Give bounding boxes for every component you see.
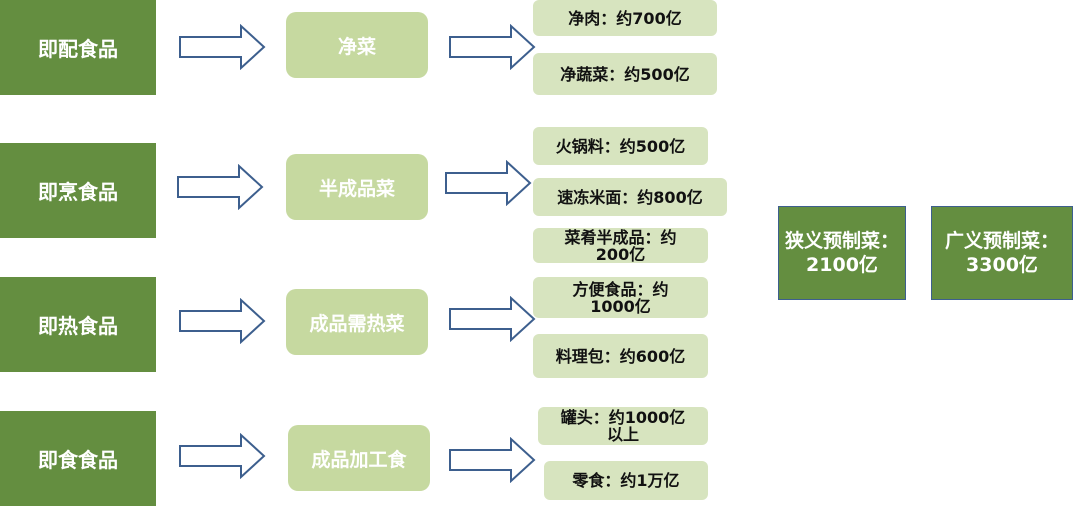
leaf-item-text: 零食：约1万亿: [572, 471, 680, 490]
arrow-right-icon: [449, 296, 536, 342]
arrow-right-icon: [179, 24, 266, 70]
arrow-right-icon: [445, 160, 532, 206]
arrow-right-icon: [179, 433, 266, 479]
category-box: 即烹食品: [0, 143, 156, 238]
total-box-broad: 广义预制菜： 3300亿: [931, 206, 1073, 300]
subcategory-label: 净菜: [337, 35, 376, 58]
leaf-item: 净蔬菜：约500亿: [533, 53, 717, 95]
arrow-right-icon: [449, 24, 536, 70]
subcategory-box: 半成品菜: [286, 154, 428, 220]
leaf-item-text: 净蔬菜：约500亿: [560, 64, 690, 84]
category-label: 即食食品: [38, 448, 118, 472]
leaf-item: 方便食品：约 1000亿: [533, 277, 708, 318]
total-label: 广义预制菜：: [944, 230, 1059, 252]
leaf-item: 菜肴半成品：约 200亿: [533, 228, 708, 263]
subcategory-label: 成品加工食: [311, 448, 407, 471]
leaf-item-text: 火锅料：约500亿: [555, 136, 686, 156]
leaf-item: 速冻米面：约800亿: [533, 178, 727, 216]
leaf-item-text: 速冻米面：约800亿: [557, 187, 703, 207]
total-box-narrow: 狭义预制菜： 2100亿: [778, 206, 906, 300]
leaf-item: 火锅料：约500亿: [533, 127, 708, 165]
category-box: 即热食品: [0, 277, 156, 372]
leaf-item-text: 1000亿: [590, 296, 651, 316]
arrow-right-icon: [177, 164, 264, 210]
subcategory-label: 半成品菜: [318, 177, 395, 200]
subcategory-label: 成品需热菜: [309, 312, 405, 335]
total-value: 3300亿: [966, 254, 1038, 276]
subcategory-box: 成品加工食: [288, 425, 430, 491]
leaf-item-text: 罐头：约1000亿: [560, 408, 686, 427]
leaf-item: 罐头：约1000亿 以上: [538, 407, 708, 445]
total-label: 狭义预制菜：: [784, 230, 899, 252]
leaf-item: 料理包：约600亿: [533, 334, 708, 378]
category-label: 即配食品: [38, 37, 118, 61]
category-box: 即配食品: [0, 0, 156, 95]
leaf-item-text: 200亿: [595, 244, 646, 264]
category-box: 即食食品: [0, 411, 156, 506]
total-value: 2100亿: [806, 254, 878, 276]
leaf-item-text: 料理包：约600亿: [555, 346, 686, 366]
leaf-item-text: 方便食品：约: [572, 279, 669, 299]
category-label: 即烹食品: [38, 180, 118, 204]
subcategory-box: 净菜: [286, 12, 428, 78]
leaf-item-text: 以上: [606, 425, 639, 444]
leaf-item: 零食：约1万亿: [544, 461, 708, 500]
subcategory-box: 成品需热菜: [286, 289, 428, 355]
leaf-item-text: 菜肴半成品：约: [564, 227, 677, 247]
leaf-item: 净肉：约700亿: [533, 0, 717, 36]
arrow-right-icon: [179, 298, 266, 344]
category-label: 即热食品: [38, 314, 118, 338]
leaf-item-text: 净肉：约700亿: [568, 8, 682, 28]
arrow-right-icon: [449, 437, 536, 483]
